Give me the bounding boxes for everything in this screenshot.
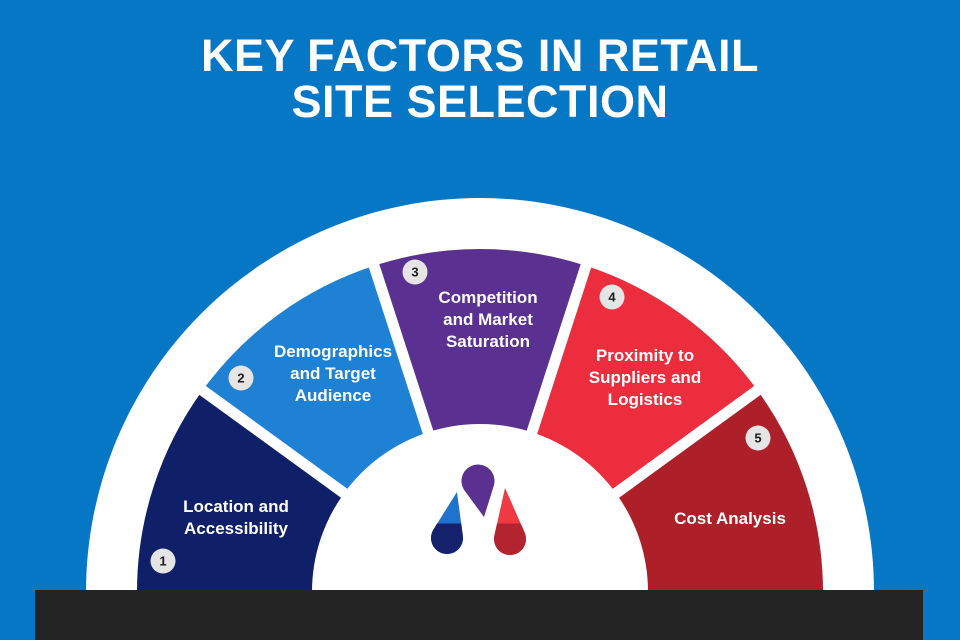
segment-2-label: Demographics and Target Audience <box>273 342 393 405</box>
segment-2-wedge <box>202 265 429 494</box>
page-title: KEY FACTORS IN RETAIL SITE SELECTION <box>0 33 960 125</box>
hub-circle <box>314 426 646 640</box>
segment-5-label: Cost Analysis <box>674 509 786 528</box>
logo-drop-dark-halves <box>431 523 526 555</box>
title-line-2: SITE SELECTION <box>291 76 669 127</box>
segment-separator-3-4 <box>521 247 597 451</box>
brand-logo <box>431 464 526 555</box>
segment-1-wedge <box>137 390 345 592</box>
logo-drop-purple <box>461 464 495 518</box>
segment-2-badge: 2 <box>228 365 254 391</box>
segment-3-wedge <box>374 249 586 433</box>
segment-3-badge: 3 <box>402 259 428 285</box>
segment-4-badge: 4 <box>599 284 625 310</box>
segment-1-label: Location and Accessibility <box>183 497 289 538</box>
segment-5-badge: 5 <box>745 425 771 451</box>
segment-4-label: Proximity to Suppliers and Logistics <box>588 346 702 409</box>
title-line-1: KEY FACTORS IN RETAIL <box>200 30 760 81</box>
logo-drop-red-dark <box>494 523 526 555</box>
logo-drop-blue-dark <box>431 523 463 554</box>
segment-4-wedge <box>531 265 758 494</box>
segment-3-label: Competition and Market Saturation <box>438 288 538 351</box>
segment-1-badge: 1 <box>150 548 176 574</box>
footer-bar <box>35 590 923 640</box>
segment-separator-1-2 <box>185 375 362 509</box>
segment-separator-2-3 <box>363 247 439 451</box>
segment-5-wedge <box>615 390 823 592</box>
segment-separator-4-5 <box>598 375 775 509</box>
